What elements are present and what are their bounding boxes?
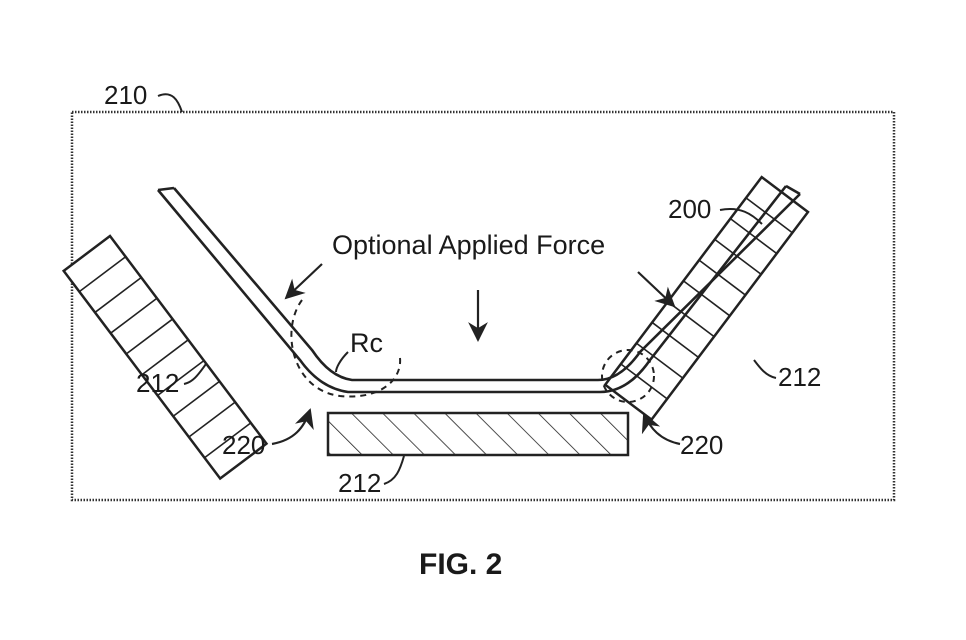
figure-caption: FIG. 2	[419, 548, 502, 581]
label-rc-leader	[335, 351, 349, 373]
label-rc: Rc	[350, 328, 383, 358]
sheet-200-outer	[157, 185, 788, 394]
label-212-bottom: 212	[338, 468, 381, 498]
sheet-200-end-left	[157, 186, 175, 192]
die-bottom	[326, 411, 630, 457]
label-212-bottom-leader	[383, 455, 405, 485]
sheet-200-end-right	[785, 184, 801, 196]
label-212-right: 212	[778, 362, 821, 392]
label-212-right-leader	[753, 359, 777, 379]
label-200-leader	[719, 208, 763, 225]
force-arrow-right	[637, 271, 676, 308]
label-210: 210	[104, 80, 147, 110]
label-220-left: 220	[222, 430, 265, 460]
label-212-left-leader	[183, 363, 207, 385]
frame-210	[70, 110, 896, 502]
arrow-220-right	[641, 412, 681, 446]
frame-210-leader	[157, 93, 183, 113]
force-label: Optional Applied Force	[332, 230, 605, 260]
label-212-left: 212	[136, 368, 179, 398]
label-200: 200	[668, 194, 711, 224]
label-220-right: 220	[680, 430, 723, 460]
arrow-220-left	[271, 408, 314, 446]
bend-circle-right	[601, 349, 655, 403]
bend-circle-left	[290, 299, 402, 398]
die-left	[61, 234, 269, 481]
sheet-200-inner	[173, 187, 801, 382]
force-arrow-left	[284, 263, 323, 300]
